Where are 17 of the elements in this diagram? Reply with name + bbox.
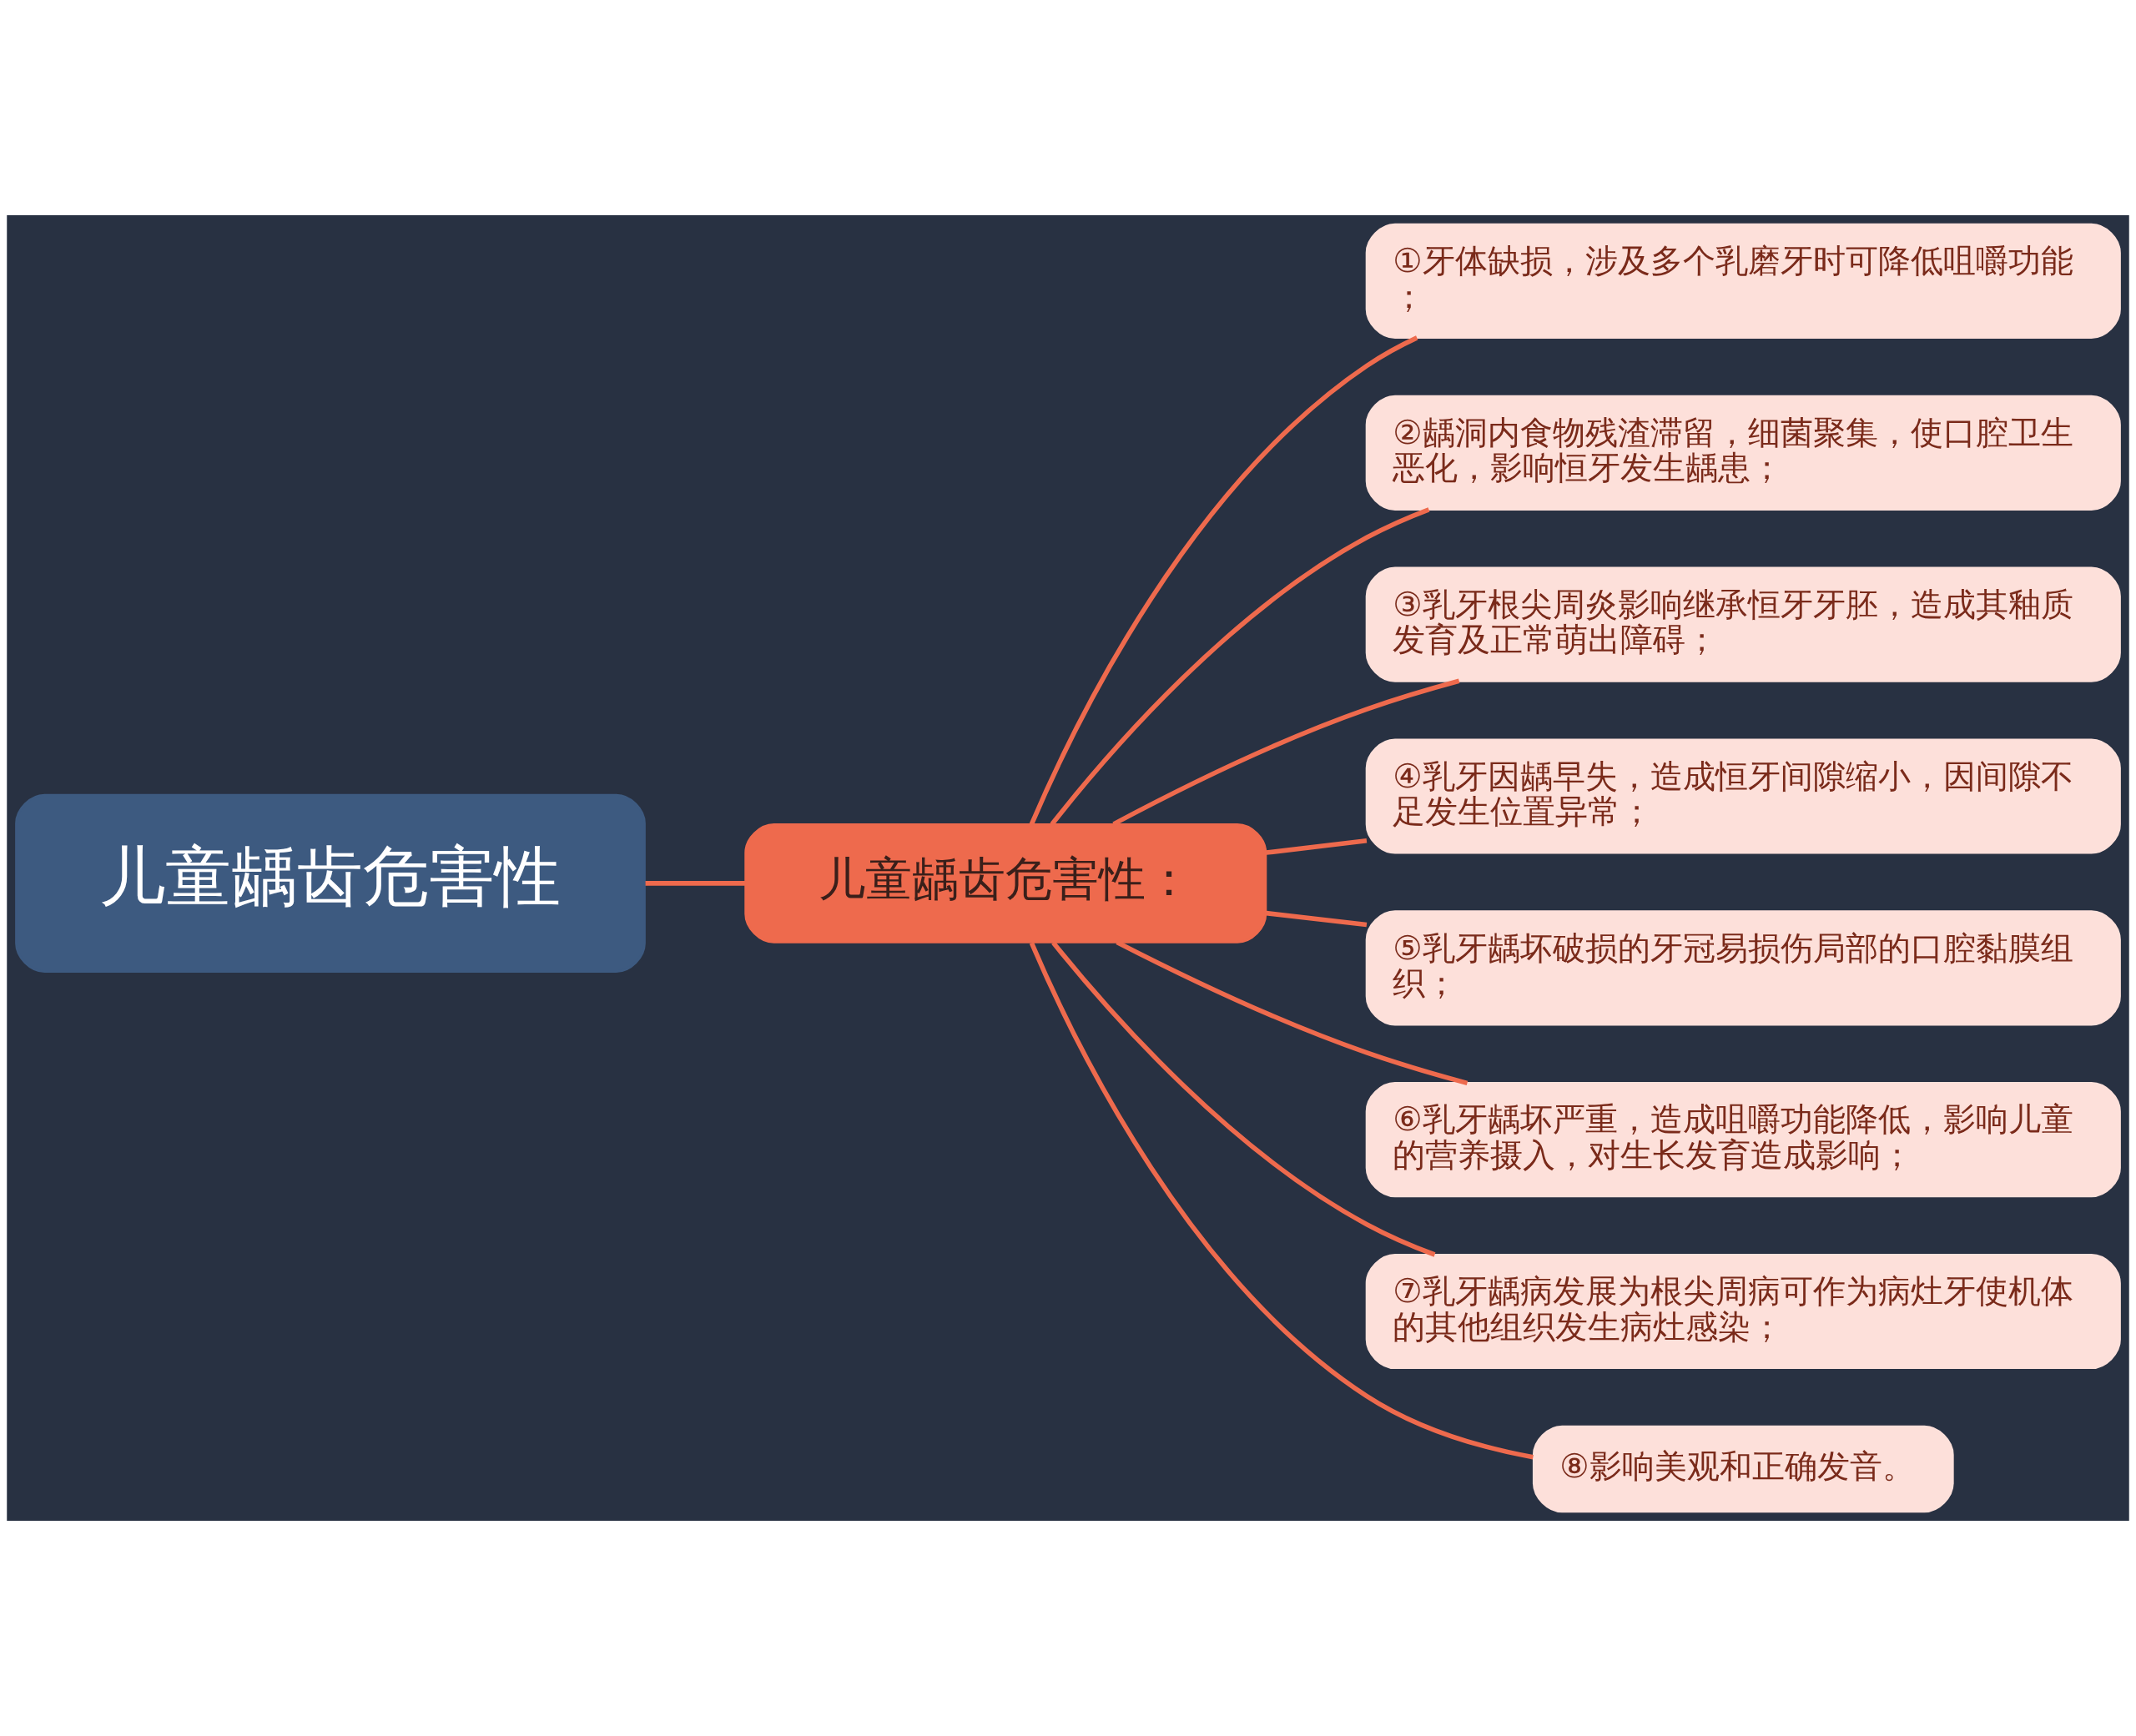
connector: [1266, 838, 1368, 855]
node-box: ⑦乳牙龋病发展为根尖周病可作为病灶牙使机体的其他组织发生病灶感染；: [1365, 1253, 2121, 1370]
node-box: ⑧影响美观和正确发音。: [1532, 1425, 1954, 1513]
node-box: ⑥乳牙龋坏严重，造成咀嚼功能降低，影响儿童的营养摄入，对生长发育造成影响；: [1365, 1082, 2121, 1198]
node-box: ③乳牙根尖周炎影响继承恒牙牙胚，造成其釉质发育及正常萌出障碍；: [1365, 566, 2121, 682]
connector: [1266, 910, 1368, 928]
node-box: ①牙体缺损，涉及多个乳磨牙时可降低咀嚼功能；: [1365, 223, 2121, 340]
connector: [1051, 941, 1436, 1257]
connector: [645, 881, 746, 886]
node-box: ②龋洞内食物残渣滞留，细菌聚集，使口腔卫生恶化，影响恒牙发生龋患；: [1365, 395, 2121, 511]
node-box: 儿童龋齿危害性：: [744, 823, 1267, 943]
node-box: ④乳牙因龋早失，造成恒牙间隙缩小，因间隙不足发生位置异常；: [1365, 738, 2121, 854]
node-box: 儿童龋齿危害性: [15, 793, 646, 973]
node-box: ⑤乳牙龋坏破损的牙冠易损伤局部的口腔黏膜组织；: [1365, 910, 2121, 1026]
connector: [1029, 335, 1418, 826]
connector: [1029, 942, 1534, 1460]
connector: [1050, 507, 1430, 826]
